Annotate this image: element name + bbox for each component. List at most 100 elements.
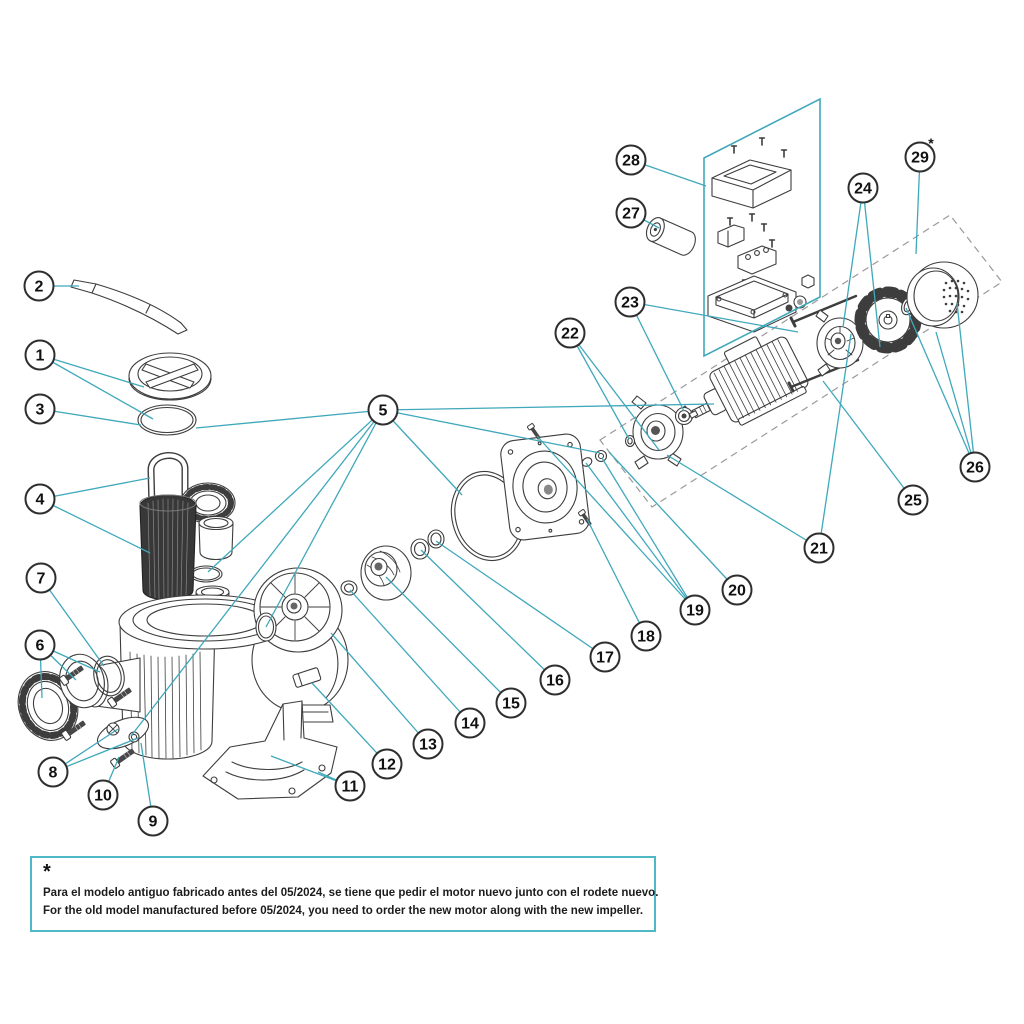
mechanical-seal-drawing: [410, 529, 445, 560]
callout-27: 27: [615, 197, 647, 229]
callout-28: 28: [615, 144, 647, 176]
pump-base-drawing: [202, 700, 338, 800]
basket-cup-drawing: [198, 515, 234, 561]
leader-line-19: [601, 457, 696, 611]
footnote-line-english: For the old model manufactured before 05…: [43, 904, 644, 917]
callout-16: 16: [539, 664, 571, 696]
callout-29: 29*: [904, 135, 936, 173]
leader-line-5: [195, 409, 384, 429]
leader-line-1: [39, 354, 145, 388]
capacitor-drawing: [645, 217, 696, 256]
svg-text:22: 22: [561, 326, 579, 343]
callout-15: 15: [495, 687, 527, 719]
strainer-lid-drawing: [128, 352, 212, 401]
terminal-box-drawing: [707, 137, 815, 333]
lid-oring-drawing: [137, 404, 197, 436]
leader-line-12: [311, 682, 388, 765]
shaft-seal-oring-drawing: [624, 434, 636, 448]
svg-text:29: 29: [911, 150, 929, 167]
leader-line-4: [39, 498, 151, 554]
leader-line-5: [130, 409, 384, 737]
leader-line-23: [629, 301, 799, 333]
nut-drawing: [581, 457, 593, 467]
svg-text:11: 11: [342, 779, 359, 796]
callout-25: 25: [897, 484, 929, 516]
leader-line-24: [862, 187, 881, 348]
leader-line-24: [842, 187, 864, 328]
callout-5: 5: [367, 394, 399, 426]
callout-17: 17: [589, 641, 621, 673]
strainer-basket-drawing: [139, 494, 197, 601]
svg-text:18: 18: [637, 629, 655, 646]
leader-line-25: [822, 380, 914, 501]
leader-line-14: [349, 589, 471, 724]
leader-line-17: [435, 540, 606, 658]
lid-wrench-drawing: [70, 279, 188, 335]
callout-9: 9: [137, 805, 169, 837]
callout-13: 13: [412, 728, 444, 760]
svg-text:8: 8: [49, 765, 58, 782]
lid-handle-drawing: [147, 452, 189, 512]
svg-text:4: 4: [36, 492, 45, 509]
terminal-box-group-outline: [703, 97, 821, 358]
leader-line-16: [420, 549, 556, 681]
leader-lines: [39, 156, 976, 822]
svg-text:6: 6: [36, 638, 45, 655]
bracket-drawing: [292, 667, 322, 688]
callout-3: 3: [24, 393, 56, 425]
callout-6: 6: [24, 629, 56, 661]
impeller-drawing: [360, 545, 412, 601]
svg-text:14: 14: [461, 716, 479, 733]
svg-text:5: 5: [379, 403, 388, 420]
leader-line-19: [536, 435, 696, 611]
callout-22: 22: [554, 317, 586, 349]
callout-23: 23: [614, 286, 646, 318]
leader-line-20: [608, 451, 738, 591]
callout-7: 7: [25, 562, 57, 594]
leader-line-3: [39, 408, 142, 426]
callout-19: 19: [679, 594, 711, 626]
footnote-line-spanish: Para el modelo antiguo fabricado antes d…: [43, 887, 659, 899]
svg-text:27: 27: [622, 206, 640, 223]
leader-line-18: [586, 518, 647, 637]
basket-oring-drawing: [189, 565, 223, 583]
leader-line-5: [382, 409, 463, 496]
washer-hole-drawing: [597, 452, 605, 460]
screw-drawing: [109, 746, 137, 770]
leader-line-5: [265, 409, 384, 628]
leader-line-21: [666, 454, 820, 549]
impeller-nut-drawing: [340, 580, 358, 596]
callout-10: 10: [87, 779, 119, 811]
svg-text:24: 24: [854, 181, 872, 198]
leader-line-26: [905, 307, 976, 468]
callout-11: 11: [334, 770, 366, 802]
svg-text:17: 17: [596, 650, 614, 667]
svg-text:13: 13: [419, 737, 437, 754]
leader-line-13: [330, 632, 429, 745]
leader-line-22: [569, 332, 630, 440]
callout-12: 12: [371, 748, 403, 780]
svg-text:9: 9: [149, 814, 158, 831]
leader-line-26: [956, 302, 976, 468]
svg-text:21: 21: [810, 541, 828, 558]
front-end-bell-drawing: [631, 395, 691, 470]
svg-text:25: 25: [904, 493, 922, 510]
cooling-fan-drawing: [854, 286, 922, 354]
svg-text:15: 15: [502, 696, 520, 713]
leader-line-4: [39, 477, 151, 500]
seal-plate-drawing: [500, 433, 590, 541]
svg-text:20: 20: [728, 583, 746, 600]
leader-line-5: [382, 403, 715, 411]
fan-cover-drawing: [906, 261, 979, 329]
leader-line-29: [915, 156, 921, 255]
diffuser-drawing: [253, 567, 343, 653]
leader-line-5: [207, 409, 384, 573]
callout-4: 4: [24, 483, 56, 515]
union-oring-drawing: [93, 655, 125, 697]
leader-line-19: [585, 462, 696, 611]
leader-line-1: [39, 354, 154, 420]
motor-body-drawing: [688, 336, 809, 426]
footnote-box: * Para el modelo antiguo fabricado antes…: [30, 856, 659, 932]
leader-line-7: [40, 577, 105, 667]
